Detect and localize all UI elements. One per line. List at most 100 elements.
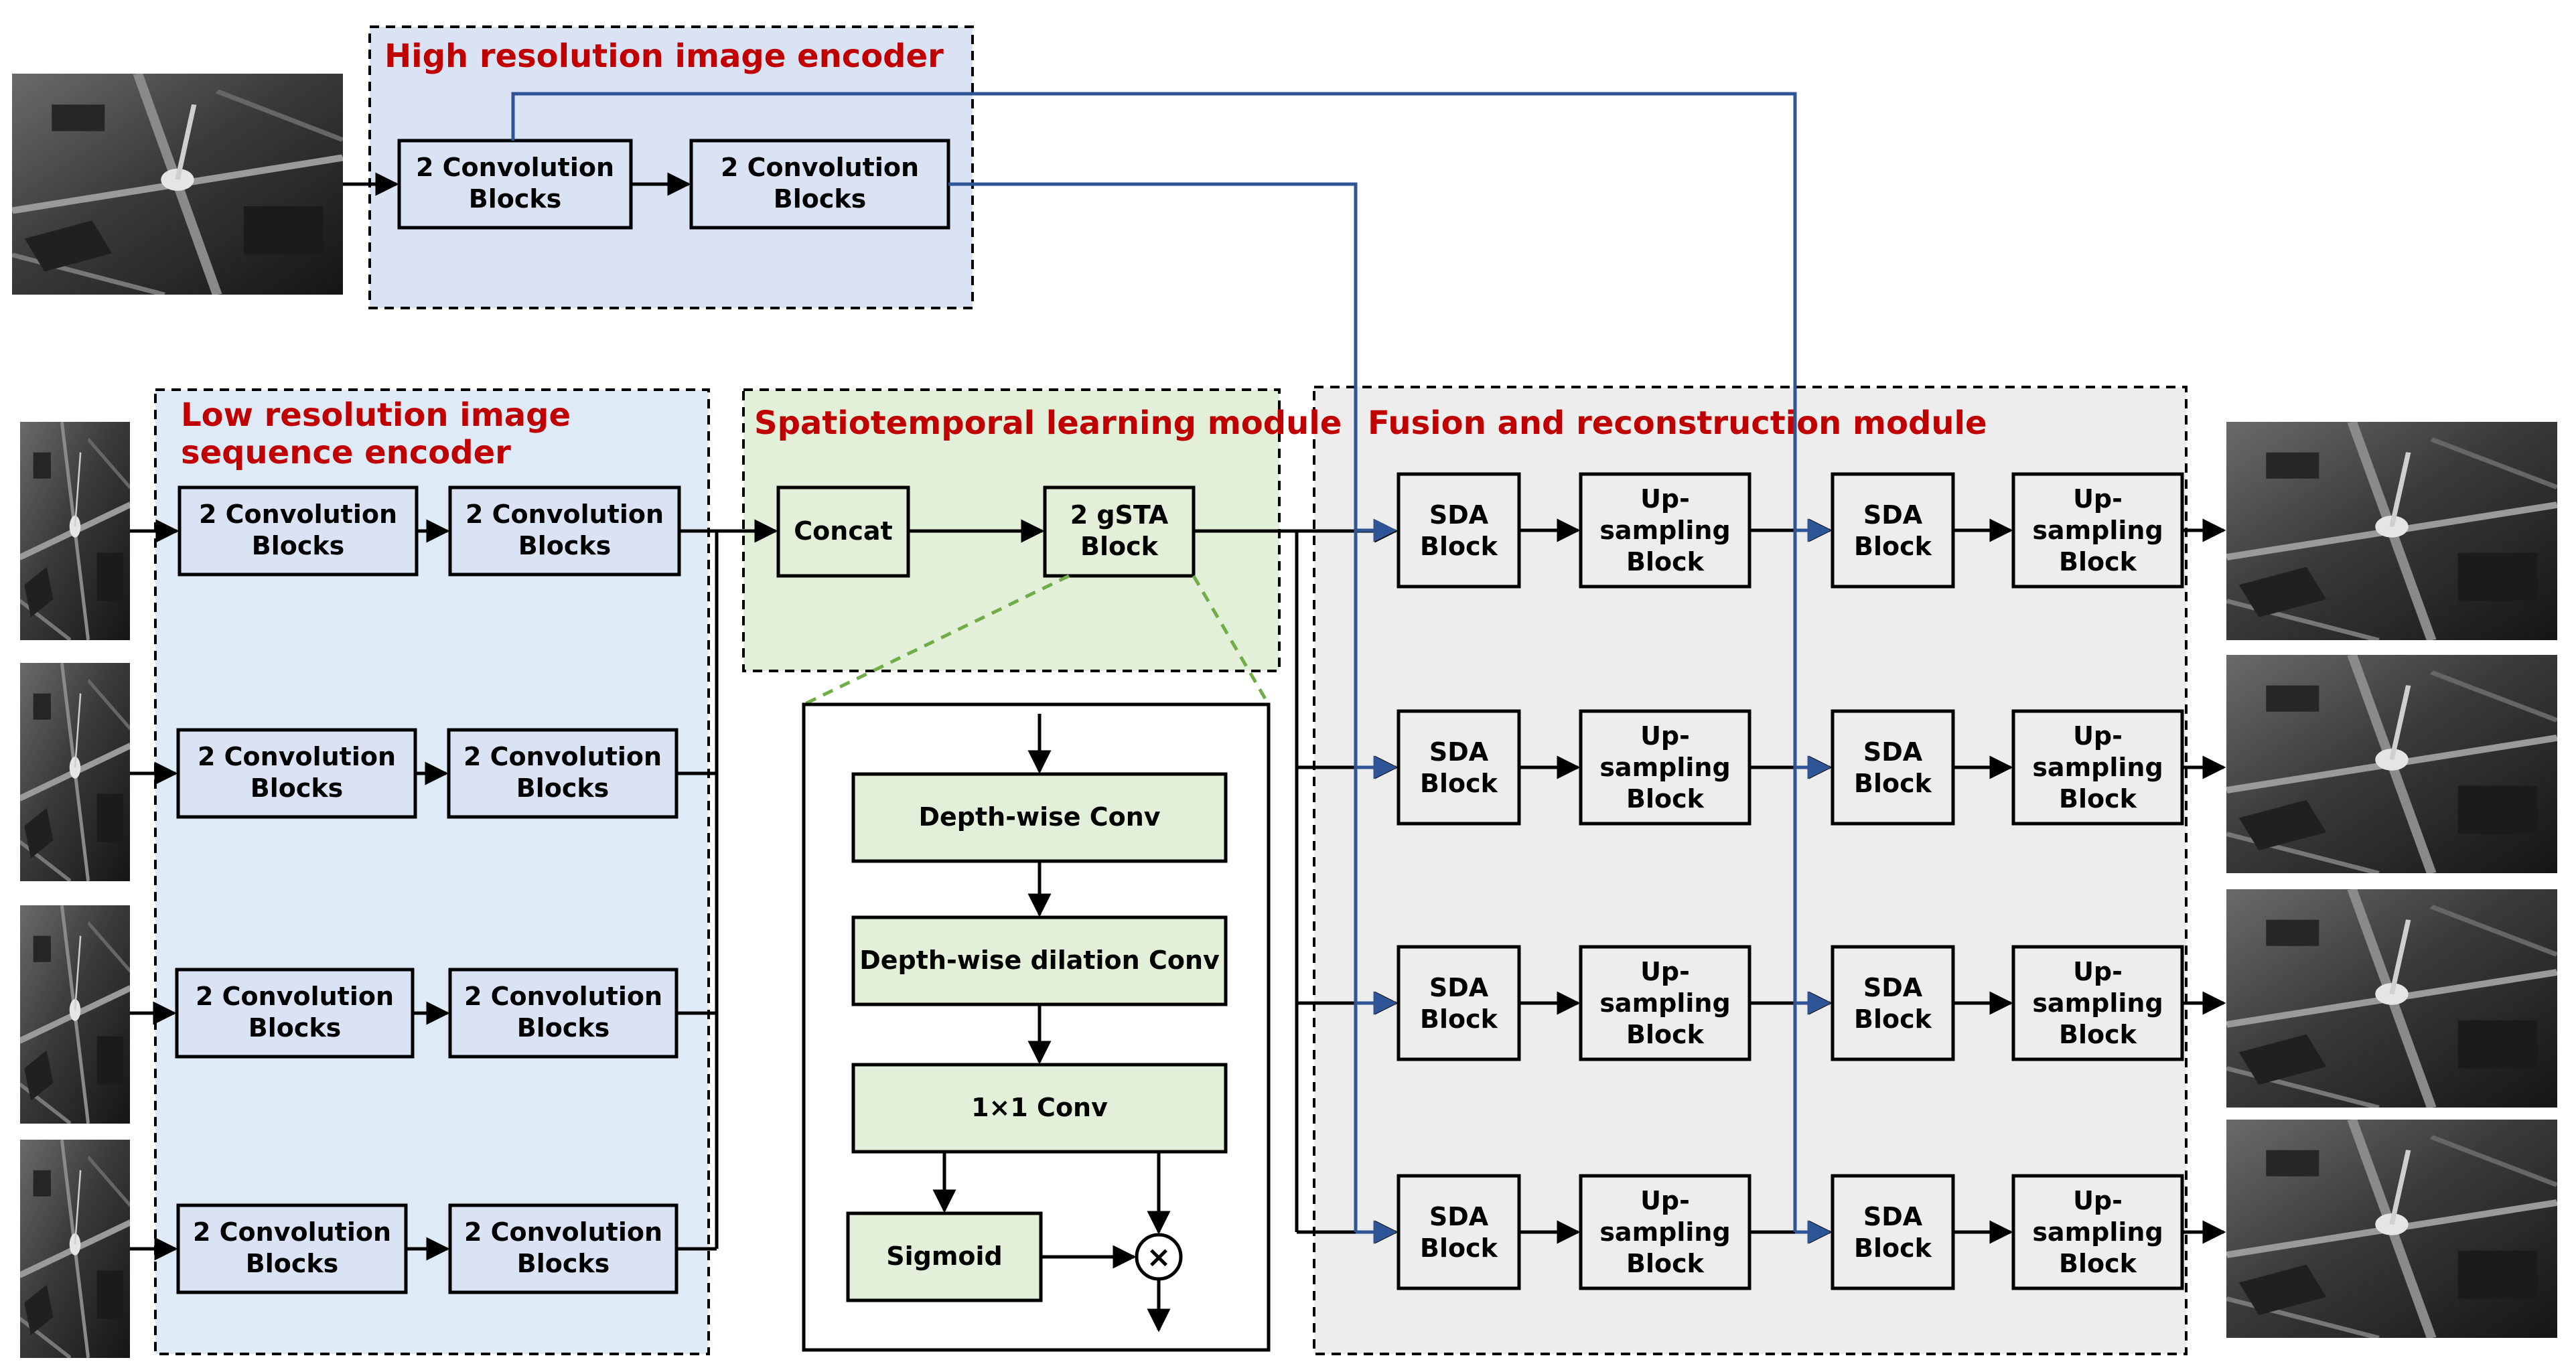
up-r3-2-line2: sampling [2032, 988, 2163, 1018]
high-res-input-image [12, 74, 343, 295]
sda-block-r1-1 [1397, 472, 1521, 589]
sda-r3-1-line2: Block [1420, 1004, 1498, 1034]
skip-connectors [511, 92, 1831, 1244]
sda-r2-2-line1: SDA [1863, 737, 1923, 767]
low-res-row4-conv-block-1-line1: 2 Convolution [193, 1217, 391, 1247]
up-r2-1-line2: sampling [1599, 753, 1730, 782]
up-r2-1-line3: Block [1626, 784, 1705, 814]
up-r1-2-line3: Block [2059, 547, 2137, 577]
output-image-2 [2226, 655, 2557, 873]
up-r2-2-line2: sampling [2032, 753, 2163, 782]
low-res-row3-conv-block-2-line1: 2 Convolution [464, 982, 662, 1011]
upsampling-block-r4-1 [1579, 1174, 1751, 1290]
up-r4-2-line2: sampling [2032, 1217, 2163, 1247]
sda-r1-1-line2: Block [1420, 532, 1498, 561]
up-r3-1-line2: sampling [1599, 988, 1730, 1018]
low-res-row2-conv-block-2-line1: 2 Convolution [463, 742, 662, 771]
up-r1-2-line1: Up- [2073, 484, 2123, 514]
low-res-row3-conv-block-2-line2: Blocks [517, 1013, 610, 1043]
up-r1-1-line1: Up- [1640, 484, 1690, 514]
sda-r4-2-line2: Block [1854, 1233, 1932, 1263]
gsta-detail-arrows [932, 714, 1171, 1333]
low-res-encoder-title-line1: Low resolution image [181, 396, 571, 434]
sigmoid-block [846, 1211, 1043, 1302]
low-res-row2-conv-block-2-line2: Blocks [516, 773, 610, 803]
upsampling-block-r3-2 [2011, 945, 2184, 1061]
output-image-1 [2226, 422, 2557, 640]
low-res-row1-conv-block-1 [177, 485, 419, 577]
upsampling-labels: Up- sampling Block Up- sampling Block Up… [1599, 484, 2163, 1278]
low-res-row2-conv-block-1 [176, 728, 417, 819]
low-res-row3-conv-block-1 [175, 968, 415, 1059]
concat-block [776, 485, 910, 578]
sda-labels: SDA Block SDA Block SDA Block SDA Block … [1420, 500, 1932, 1263]
gsta-block [1043, 485, 1196, 578]
sda-r1-2-line1: SDA [1863, 500, 1923, 530]
sda-r2-1-line1: SDA [1429, 737, 1489, 767]
sda-block-r2-1 [1397, 709, 1521, 826]
upsampling-block-r1-1 [1579, 472, 1751, 589]
low-res-row1-conv-block-2 [448, 485, 681, 577]
up-r3-1-line1: Up- [1640, 957, 1690, 986]
low-res-row1-conv-block-1-line2: Blocks [252, 531, 345, 560]
conv1x1-block [851, 1063, 1228, 1154]
up-r2-2-line3: Block [2059, 784, 2137, 814]
sda-block-r3-2 [1831, 945, 1955, 1061]
low-res-input-image-4 [20, 1140, 130, 1358]
up-r4-2-line3: Block [2059, 1249, 2137, 1278]
dw-dilation-conv-label: Depth-wise dilation Conv [859, 945, 1220, 975]
up-r1-2-line2: sampling [2032, 516, 2163, 545]
low-res-row1-conv-block-2-line1: 2 Convolution [466, 500, 664, 529]
gsta-label-line1: 2 gSTA [1070, 500, 1169, 530]
sda-block-r3-1 [1397, 945, 1521, 1061]
low-res-row4-conv-block-1 [176, 1203, 408, 1294]
low-res-input-image-1 [20, 422, 130, 640]
fusion-blocks [1397, 472, 2184, 1290]
up-r4-1-line1: Up- [1640, 1186, 1690, 1215]
multiply-symbol: × [1147, 1240, 1171, 1274]
sda-r3-2-line2: Block [1854, 1004, 1932, 1034]
low-res-row1-conv-block-2-line2: Blocks [518, 531, 612, 560]
up-r2-2-line1: Up- [2073, 721, 2123, 751]
sda-r4-1-line2: Block [1420, 1233, 1498, 1263]
concat-label: Concat [794, 516, 892, 546]
low-res-row4-conv-block-2-line1: 2 Convolution [464, 1217, 662, 1247]
low-res-row2-conv-block-1-line2: Blocks [251, 773, 344, 803]
sda-block-r4-1 [1397, 1174, 1521, 1290]
low-res-row4-conv-block-2-line2: Blocks [517, 1249, 610, 1278]
sda-block-r2-2 [1831, 709, 1955, 826]
sda-r3-2-line1: SDA [1863, 973, 1923, 1002]
up-r3-2-line3: Block [2059, 1020, 2137, 1049]
up-r1-1-line2: sampling [1599, 516, 1730, 545]
sda-r4-2-line1: SDA [1863, 1202, 1923, 1231]
upsampling-block-r2-1 [1579, 709, 1751, 826]
dw-conv-block [851, 772, 1228, 863]
high-res-conv-block-2-line1: 2 Convolution [721, 153, 919, 182]
up-r1-1-line3: Block [1626, 547, 1705, 577]
sda-block-r4-2 [1831, 1174, 1955, 1290]
upsampling-block-r2-2 [2011, 709, 2184, 826]
dw-dilation-conv-block [851, 915, 1228, 1006]
upsampling-block-r4-2 [2011, 1174, 2184, 1290]
zoom-line-right [1192, 575, 1271, 706]
low-res-row3-conv-block-1-line2: Blocks [248, 1013, 342, 1043]
sda-r2-2-line2: Block [1854, 769, 1932, 798]
up-r4-1-line3: Block [1626, 1249, 1705, 1278]
high-res-conv-block-1 [397, 139, 633, 230]
low-res-row3-conv-block-1-line1: 2 Convolution [196, 982, 394, 1011]
output-image-3 [2226, 889, 2557, 1108]
up-r4-2-line1: Up- [2073, 1186, 2123, 1215]
sda-r1-2-line2: Block [1854, 532, 1932, 561]
low-res-input-image-2 [20, 663, 130, 881]
dw-conv-label: Depth-wise Conv [918, 802, 1160, 832]
sda-r1-1-line1: SDA [1429, 500, 1489, 530]
sda-block-r1-2 [1831, 472, 1955, 589]
sda-r4-1-line1: SDA [1429, 1202, 1489, 1231]
low-res-row3-conv-block-2 [448, 968, 678, 1059]
low-res-row2-conv-block-1-line1: 2 Convolution [198, 742, 396, 771]
low-res-row2-conv-block-2 [447, 728, 678, 819]
up-r4-1-line2: sampling [1599, 1217, 1730, 1247]
up-r2-1-line1: Up- [1640, 721, 1690, 751]
high-res-conv-block-1-line1: 2 Convolution [416, 153, 614, 182]
